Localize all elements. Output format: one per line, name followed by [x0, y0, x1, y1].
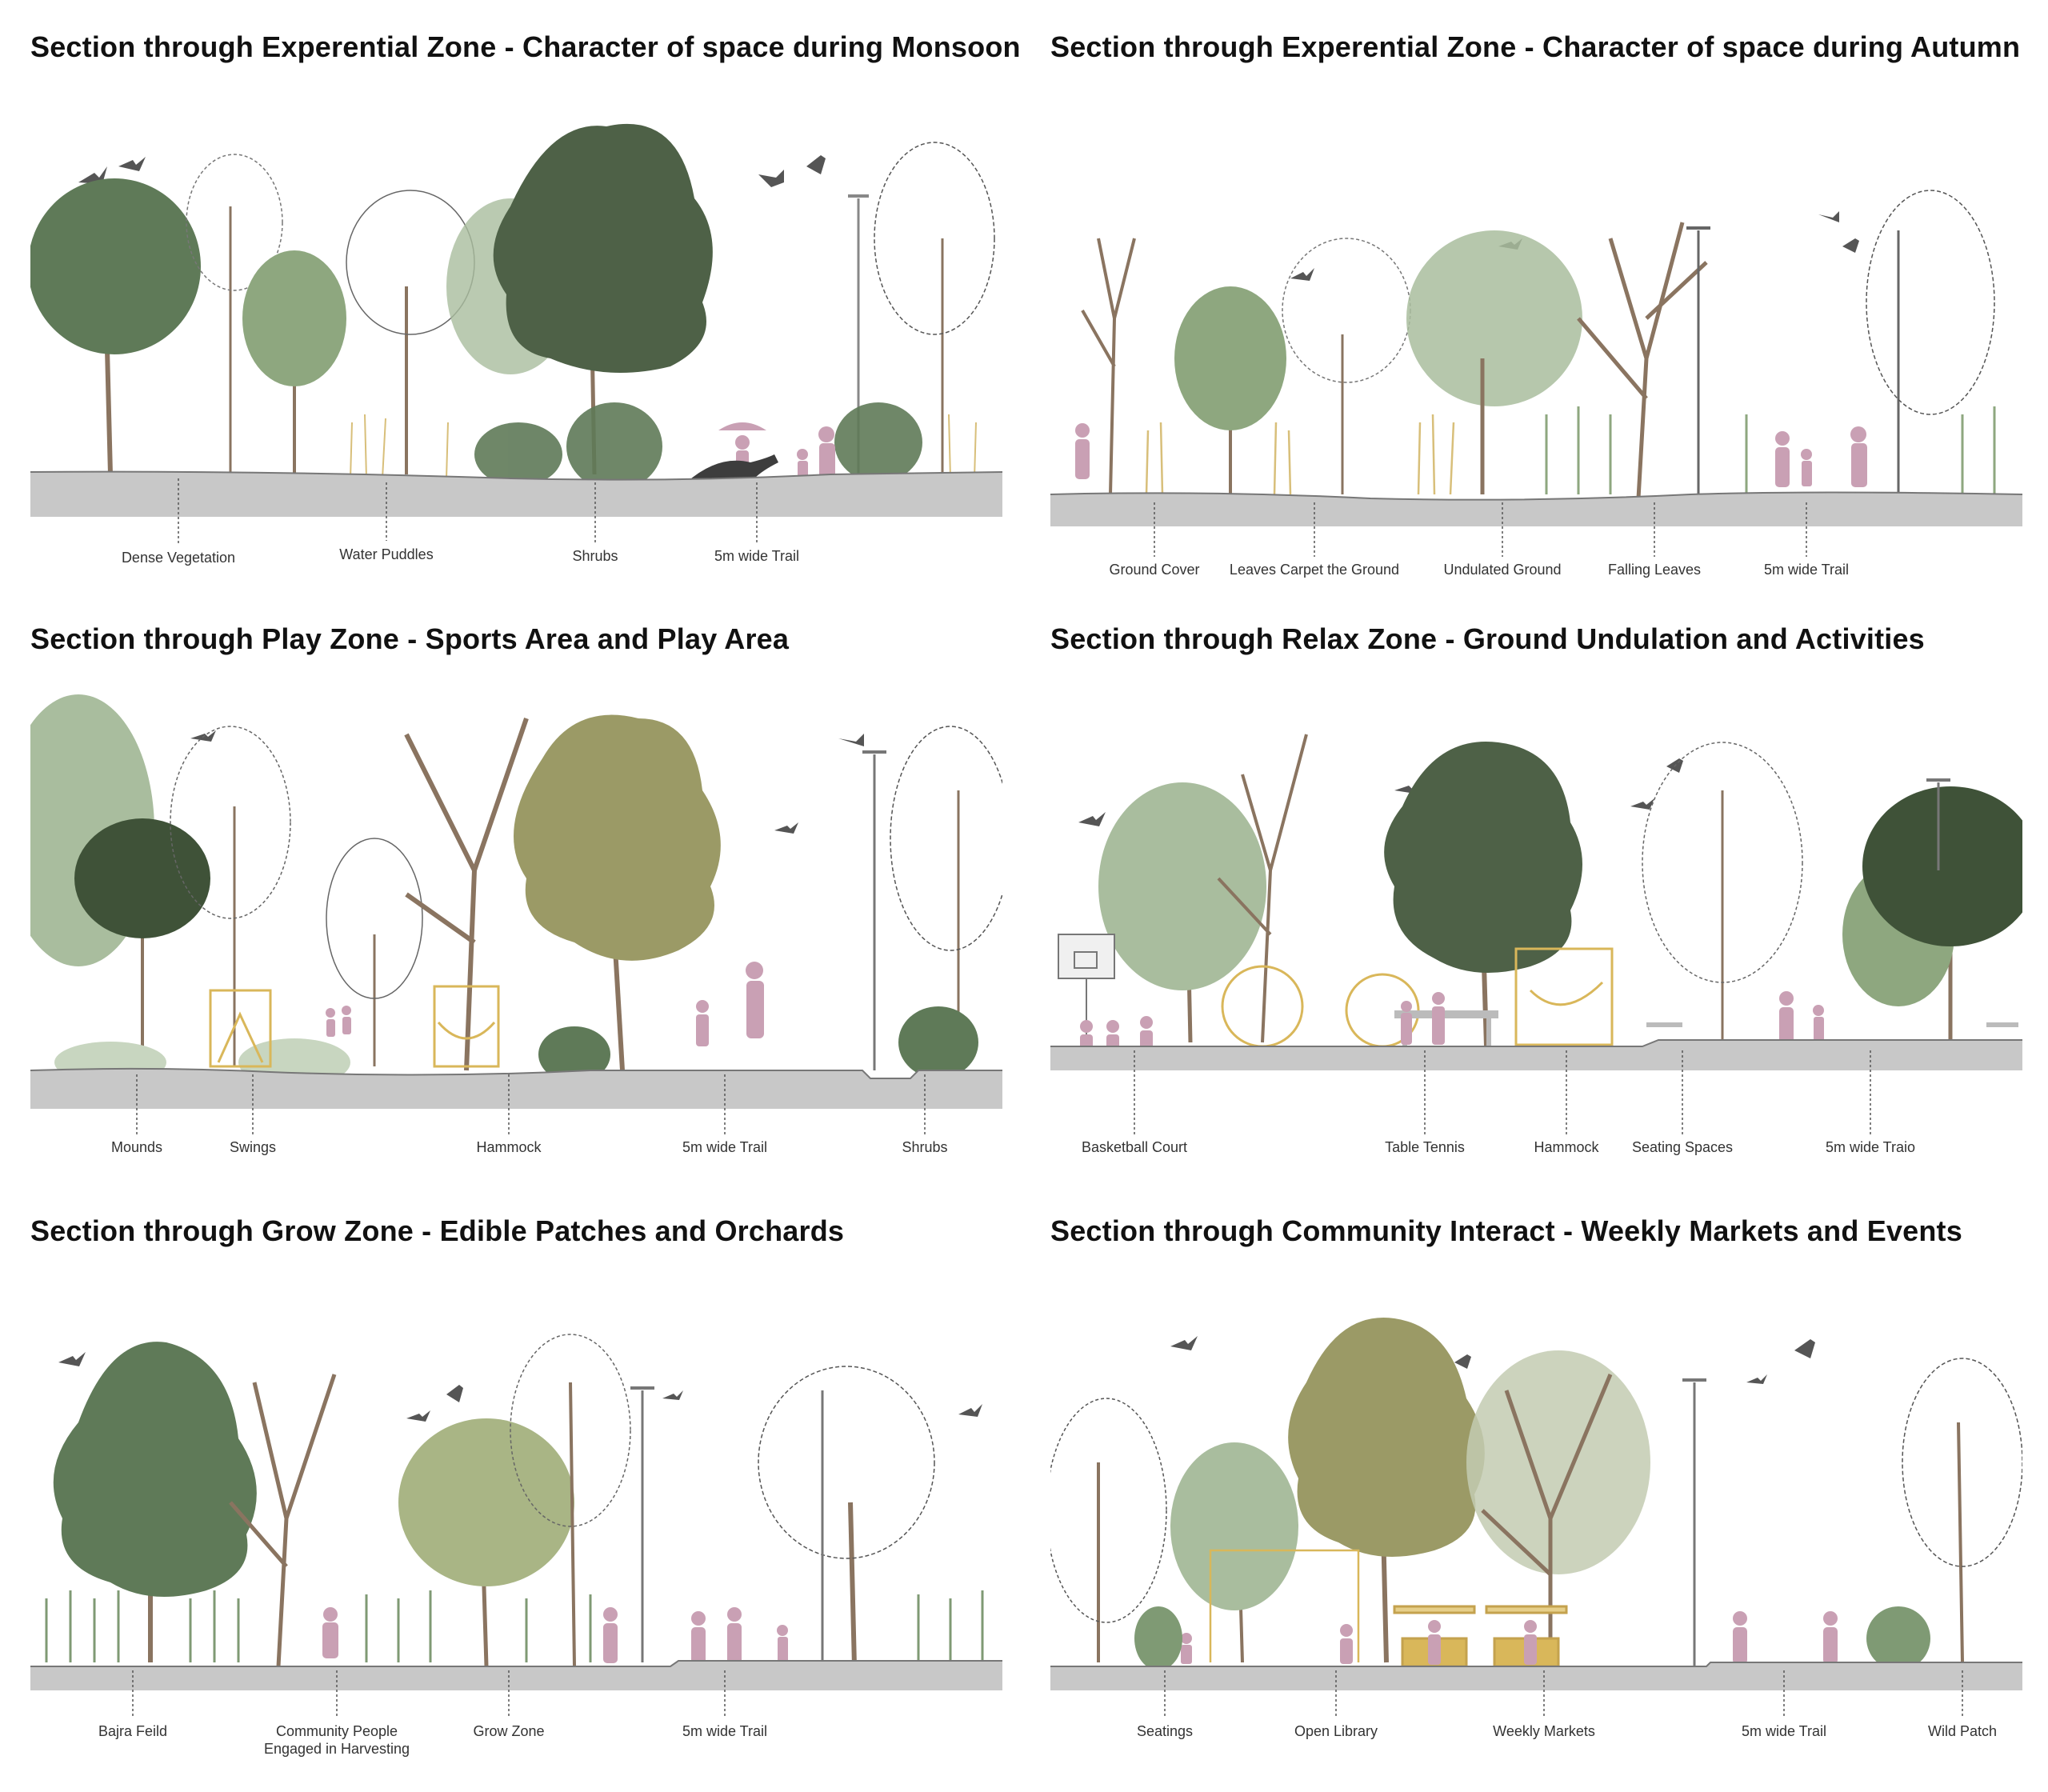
panel-play-zone: Section through Play Zone - Sports Area …: [30, 622, 1002, 1182]
shrubs: [1134, 1606, 1930, 1670]
callout-water-puddles: Water Puddles: [339, 546, 434, 562]
section-drawing-relax-zone: [1050, 734, 2022, 1134]
callout-hammock: Hammock: [476, 1139, 542, 1155]
section-drawing-play-zone: [30, 694, 1002, 1134]
panel-community-interact: Section through Community Interact - Wee…: [1050, 1214, 2022, 1774]
callout-leaves-carpet: Leaves Carpet the Ground: [1229, 562, 1400, 578]
callout-community-people: Community People Engaged in Harvesting: [264, 1722, 410, 1758]
callout-trail: 5m wide Trail: [714, 548, 800, 564]
tree-group: [53, 1334, 935, 1667]
play-structures: [1221, 947, 1614, 1048]
callout-seatings: Seatings: [1136, 1723, 1194, 1739]
birds: [1170, 1336, 1815, 1384]
play-structures: [209, 985, 500, 1068]
tree-group: [1098, 734, 2022, 1047]
people: [1075, 423, 1867, 487]
shrubs: [474, 402, 922, 490]
grass: [350, 414, 977, 479]
people: [322, 1607, 788, 1666]
tree-group: [1081, 190, 1995, 499]
panel-title: Section through Experential Zone - Chara…: [1050, 30, 2021, 63]
callout-seating-spaces: Seating Spaces: [1631, 1139, 1734, 1155]
ground-section: [1050, 1040, 2022, 1070]
callout-community-people-line1: Community People: [275, 1723, 398, 1739]
open-library-frame: [1209, 1549, 1360, 1662]
birds: [58, 1352, 982, 1422]
section-drawing-community-interact: [1050, 1318, 2022, 1718]
callout-grow-zone: Grow Zone: [473, 1723, 545, 1739]
callout-dense-vegetation: Dense Vegetation: [121, 550, 236, 566]
basketball-hoop: [1058, 934, 1115, 1046]
section-drawing-autumn: [1050, 190, 2022, 557]
callout-basketball-court: Basketball Court: [1081, 1139, 1188, 1155]
callout-trail: 5m wide Trail: [682, 1723, 768, 1739]
callout-falling-leaves: Falling Leaves: [1607, 562, 1702, 578]
shrubs: [538, 1006, 978, 1082]
panel-title: Section through Experential Zone - Chara…: [30, 30, 1021, 63]
section-drawing-monsoon: [30, 123, 1002, 544]
callout-trail: 5m wide Traio: [1825, 1139, 1916, 1155]
corn-stalks: [1545, 406, 1996, 494]
panel-monsoon: Section through Experential Zone - Chara…: [30, 30, 1021, 590]
panel-relax-zone: Section through Relax Zone - Ground Undu…: [1050, 622, 2022, 1182]
callout-trail: 5m wide Trail: [682, 1139, 768, 1155]
callout-ground-cover: Ground Cover: [1109, 562, 1200, 578]
callout-undulated-ground: Undulated Ground: [1443, 562, 1562, 578]
panel-grow-zone: Section through Grow Zone - Edible Patch…: [30, 1214, 1002, 1774]
callout-open-library: Open Library: [1294, 1723, 1378, 1739]
panel-title: Section through Community Interact - Wee…: [1050, 1214, 1962, 1247]
callout-shrubs: Shrubs: [572, 548, 618, 564]
callout-community-people-line2: Engaged in Harvesting: [263, 1741, 410, 1757]
peacock-silhouette: [686, 454, 778, 482]
tree-group: [30, 123, 995, 475]
callout-weekly-markets: Weekly Markets: [1493, 1723, 1595, 1739]
callout-hammock: Hammock: [1534, 1139, 1599, 1155]
birds: [94, 730, 864, 834]
callout-trail: 5m wide Trail: [1763, 562, 1850, 578]
section-drawing-grow-zone: [30, 1334, 1002, 1718]
callout-shrubs: Shrubs: [902, 1139, 948, 1155]
callout-trail: 5m wide Trail: [1741, 1723, 1827, 1739]
ground-section: [1050, 1662, 2022, 1690]
ground-section: [30, 471, 1002, 517]
tree-group: [30, 694, 1002, 1071]
callout-wild-patch: Wild Patch: [1927, 1723, 1998, 1739]
callout-bajra-field: Bajra Feild: [98, 1723, 168, 1739]
ground-section: [30, 1661, 1002, 1690]
people: [326, 962, 764, 1046]
callout-table-tennis: Table Tennis: [1385, 1139, 1465, 1155]
panel-title: Section through Play Zone - Sports Area …: [30, 622, 790, 655]
seating: [1646, 1022, 2018, 1027]
panel-autumn: Section through Experential Zone - Chara…: [1050, 30, 2022, 590]
tree-group: [1050, 1318, 2022, 1666]
callout-mounds: Mounds: [110, 1139, 163, 1155]
panel-title: Section through Relax Zone - Ground Undu…: [1050, 622, 1925, 655]
birds: [78, 155, 826, 187]
ground-section: [1050, 492, 2022, 526]
callout-swings: Swings: [229, 1139, 277, 1155]
people: [1080, 991, 1824, 1062]
market-stalls: [1393, 1605, 1568, 1668]
bajra-crops: [45, 1590, 984, 1662]
grass: [1145, 414, 1455, 495]
birds: [1290, 211, 1859, 281]
ground-section: [30, 1068, 1002, 1109]
panel-title: Section through Grow Zone - Edible Patch…: [30, 1214, 845, 1247]
